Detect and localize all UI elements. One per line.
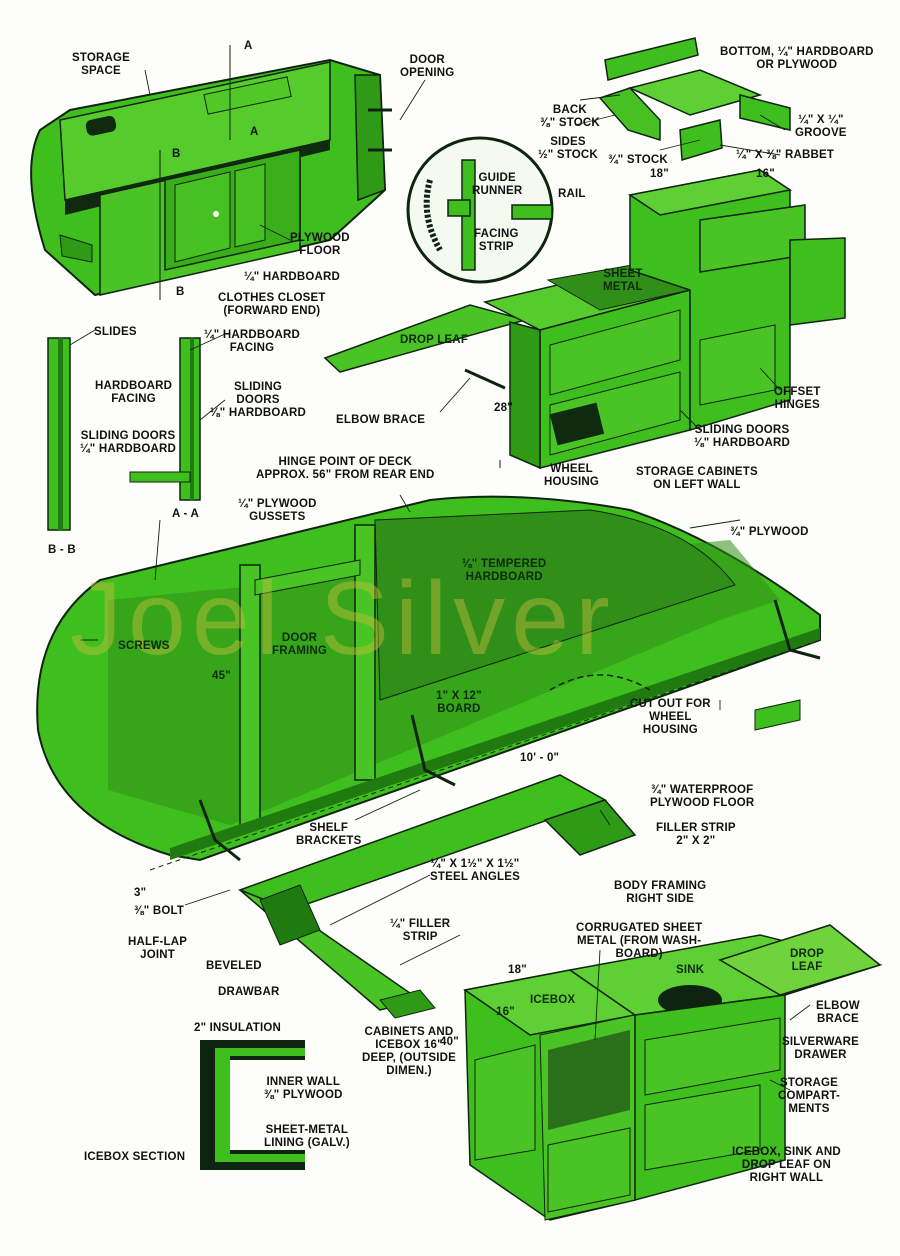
label-inner-wall: INNER WALL ⅜" PLYWOOD [264,1076,343,1101]
label-dim-3: 3" [134,887,147,899]
icebox-section-drawing [200,1040,305,1170]
label-dim-18-bottom: 18" [508,964,527,976]
label-rail: RAIL [558,188,586,200]
label-bottom-hardboard: BOTTOM, ¼" HARDBOARD OR PLYWOOD [720,46,874,71]
label-section-a-top: A [244,40,253,52]
label-hinge-point: HINGE POINT OF DECK APPROX. 56" FROM REA… [256,456,435,481]
label-drop-leaf-top: DROP LEAF [400,334,469,346]
label-filler-strip-quarter: ¼" FILLER STRIP [390,918,451,943]
label-clothes-closet: CLOTHES CLOSET (FORWARD END) [218,292,326,317]
label-dim-16-top: 16" [756,168,775,180]
label-waterproof-floor: ¾" WATERPROOF PLYWOOD FLOOR [650,784,755,809]
label-hardboard-facing-quarter: ¼" HARDBOARD FACING [204,329,301,354]
label-icebox-sink-right: ICEBOX, SINK AND DROP LEAF ON RIGHT WALL [732,1146,841,1184]
floor-frame-drawing [237,774,637,1019]
label-door-framing: DOOR FRAMING [272,632,328,657]
label-offset-hinges: OFFSET HINGES [774,386,821,411]
label-sliding-doors-eighth: SLIDING DOORS ⅛" HARDBOARD [210,381,307,419]
label-sliding-doors-cabinet: SLIDING DOORS ⅛" HARDBOARD [694,424,791,449]
label-cabinets-icebox-deep: CABINETS AND ICEBOX 16" DEEP, (OUTSIDE D… [362,1026,456,1077]
label-filler-strip-2x2: FILLER STRIP 2" X 2" [656,822,736,847]
label-shelf-brackets: SHELF BRACKETS [296,822,362,847]
label-dim-18-top: 18" [650,168,669,180]
leader-lines [69,69,811,1091]
sliding-door-sections [47,337,201,531]
label-dim-45: 45" [212,670,231,682]
label-sheet-metal: SHEET METAL [603,268,643,293]
label-elbow-brace-top: ELBOW BRACE [336,414,426,426]
label-sheet-metal-lining: SHEET-METAL LINING (GALV.) [264,1124,350,1149]
watermark: Joel Silver [70,561,616,677]
label-steel-angles: ¼" X 1½" X 1½" STEEL ANGLES [430,858,520,883]
label-screws: SCREWS [118,640,170,652]
label-dim-40: 40" [440,1036,459,1048]
drawer-parts-drawing [598,37,791,161]
label-sink: SINK [676,964,705,976]
label-cut-out-wheel: CUT OUT FOR WHEEL HOUSING [630,698,711,736]
label-sides-stock: SIDES ½" STOCK [538,136,598,161]
label-beveled: BEVELED [206,960,262,972]
label-bolt: ⅜" BOLT [134,905,185,917]
label-drawbar: DRAWBAR [218,986,280,998]
label-section-b-low: B [176,286,185,298]
label-corrugated: CORRUGATED SHEET METAL (FROM WASH- BOARD… [576,922,703,960]
label-storage-space: STORAGE SPACE [72,52,131,77]
label-guide-runner: GUIDE RUNNER [472,172,523,197]
body-side-wall-drawing [36,495,821,871]
label-icebox-section: ICEBOX SECTION [84,1151,186,1163]
label-dim-16-bottom: 16" [496,1006,515,1018]
label-body-framing: BODY FRAMING RIGHT SIDE [614,880,707,905]
label-three-quarter-stock: ¾" STOCK [608,154,668,166]
label-plywood-floor: PLYWOOD FLOOR [290,232,350,257]
label-facing-strip: FACING STRIP [474,228,519,253]
label-drop-leaf-bottom: DROP LEAF [790,948,825,973]
label-hardboard-facing: HARDBOARD FACING [95,380,173,405]
label-dim-10ft: 10' - 0" [520,752,560,764]
label-half-lap: HALF-LAP JOINT [128,936,188,961]
label-hardboard-quarter: ¼" HARDBOARD [244,271,341,283]
label-rabbet: ¼" X ⅜" RABBET [736,149,835,161]
label-slides: SLIDES [94,326,137,338]
label-plywood-gussets: ¼" PLYWOOD GUSSETS [238,498,317,523]
label-storage-compartments: STORAGE COMPART- MENTS [778,1077,841,1115]
label-elbow-brace-bottom: ELBOW BRACE [816,1000,860,1025]
label-dim-28: 28" [494,402,513,414]
label-icebox: ICEBOX [530,994,576,1006]
label-section-aa: A - A [172,508,199,520]
label-storage-cabinets-left: STORAGE CABINETS ON LEFT WALL [636,466,758,491]
label-board-1x12: 1" X 12" BOARD [436,690,482,715]
label-insulation: 2" INSULATION [194,1022,282,1034]
label-plywood-three-quarter: ¾" PLYWOOD [730,526,809,538]
label-back-stock: BACK ⅜" STOCK [540,104,600,129]
label-tempered-hardboard: ⅛" TEMPERED HARDBOARD [462,558,547,583]
label-silverware-drawer: SILVERWARE DRAWER [782,1036,859,1061]
drawer-runner-detail [406,136,554,284]
label-wheel-housing-top: WHEEL HOUSING [544,463,600,488]
label-groove: ¼" X ¼" GROOVE [795,114,847,139]
label-section-a-mid: A [250,126,259,138]
label-section-b-mid: B [172,148,181,160]
label-section-bb: B - B [48,544,76,556]
clothes-closet-drawing [30,45,392,300]
label-sliding-doors-quarter: SLIDING DOORS ¼" HARDBOARD [80,430,177,455]
left-wall-cabinets-drawing [323,169,846,470]
label-door-opening: DOOR OPENING [400,54,455,79]
right-wall-icebox-sink-drawing [463,924,883,1221]
